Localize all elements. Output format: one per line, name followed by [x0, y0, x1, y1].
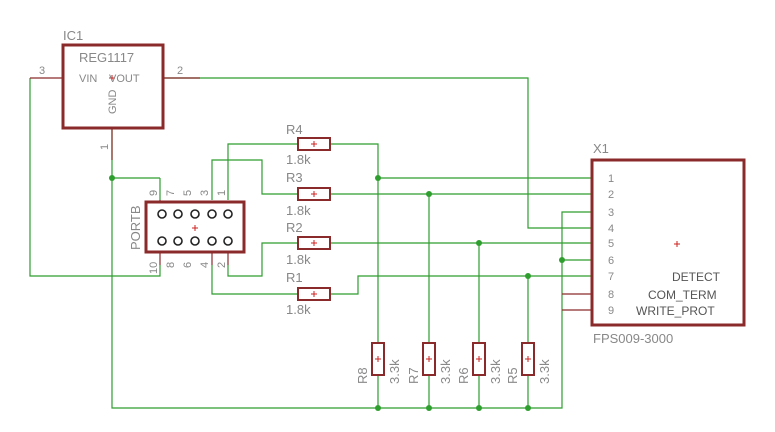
- ic1-value: REG1117: [79, 50, 134, 65]
- r3-name: R3: [286, 170, 303, 185]
- resistor-r7: R7 3.3k: [406, 342, 453, 384]
- ic1-pin1: 1: [99, 144, 111, 150]
- portb-pin-10: 10: [148, 262, 160, 274]
- portb-pin-8: 8: [165, 262, 177, 268]
- resistor-r4: R4 1.8k: [286, 122, 331, 167]
- r5-value: 3.3k: [537, 359, 552, 384]
- r4-name: R4: [286, 122, 303, 137]
- pad: [190, 236, 200, 246]
- x1-pin-4: 4: [608, 223, 614, 235]
- x1-value: FPS009-3000: [593, 331, 673, 346]
- wire-gnd: [111, 128, 592, 409]
- ic1-pin-vin: VIN: [79, 73, 97, 85]
- ic1-pin-vout: VOUT: [109, 73, 140, 85]
- resistor-r1: R1 1.8k: [286, 270, 331, 317]
- pad: [190, 209, 200, 219]
- r6-value: 3.3k: [488, 359, 503, 384]
- junction-dot: [525, 405, 531, 411]
- ic1-pin3: 3: [39, 65, 45, 77]
- ic1-pin2: 2: [177, 65, 183, 77]
- r2-name: R2: [286, 220, 303, 235]
- r8-name: R8: [355, 367, 370, 384]
- wire-p4-r1: [211, 265, 298, 295]
- pad: [157, 209, 167, 219]
- resistor-r8: R8 3.3k: [355, 342, 402, 384]
- junction-dot: [559, 257, 565, 263]
- pad: [157, 236, 167, 246]
- junction-dot: [375, 175, 381, 181]
- r3-value: 1.8k: [286, 203, 311, 218]
- x1-pin-1: 1: [608, 173, 614, 185]
- r1-name: R1: [286, 270, 303, 285]
- junction-dot: [426, 191, 432, 197]
- x1-label-com-term: COM_TERM: [648, 288, 717, 302]
- wire-p2-r2: [227, 242, 298, 277]
- wire-p1-r4: [227, 143, 298, 200]
- x1-pin-8: 8: [608, 289, 614, 301]
- pad: [173, 209, 183, 219]
- junction-dot: [476, 405, 482, 411]
- r5-name: R5: [505, 367, 520, 384]
- ic1-regulator: IC1 REG1117 VIN VOUT GND 3 2 1: [30, 28, 200, 160]
- portb-pin-3: 3: [199, 190, 211, 196]
- pad: [207, 209, 217, 219]
- pad: [207, 236, 217, 246]
- junction-dot: [375, 405, 381, 411]
- x1-pin-9: 9: [608, 305, 614, 317]
- resistor-r3: R3 1.8k: [286, 170, 331, 218]
- junction-dot: [525, 273, 531, 279]
- r7-value: 3.3k: [438, 359, 453, 384]
- wire-r4-x1p1: [330, 143, 592, 179]
- pad: [173, 236, 183, 246]
- x1-label-detect: DETECT: [672, 270, 721, 284]
- resistor-r5: R5 3.3k: [505, 342, 552, 384]
- r6-name: R6: [456, 367, 471, 384]
- portb-pads-top: [157, 209, 233, 219]
- r7-name: R7: [406, 367, 421, 384]
- x1-name: X1: [593, 141, 609, 156]
- wire-vin: [29, 78, 161, 277]
- wire-r1-x1p7: [330, 275, 592, 295]
- x1-pin-5: 5: [608, 238, 614, 250]
- resistor-r2: R2 1.8k: [286, 220, 331, 267]
- portb-connector: PORTB 9 7 5 3 1 10 8 6 4: [128, 190, 246, 274]
- resistor-r6: R6 3.3k: [456, 342, 503, 384]
- x1-pin-2: 2: [608, 189, 614, 201]
- x1-pin-3: 3: [608, 207, 614, 219]
- ic1-name: IC1: [63, 28, 83, 43]
- x1-pin-7: 7: [608, 271, 614, 283]
- portb-pin-7: 7: [165, 190, 177, 196]
- portb-name: PORTB: [128, 205, 143, 250]
- wire-vout: [163, 77, 592, 229]
- r1-value: 1.8k: [286, 302, 311, 317]
- portb-pin-5: 5: [182, 190, 194, 196]
- wire-p3-r3: [211, 159, 298, 200]
- portb-pin-4: 4: [199, 262, 211, 268]
- x1-label-write-prot: WRITE_PROT: [636, 304, 715, 318]
- junction-dot: [426, 405, 432, 411]
- junctions: [109, 175, 565, 411]
- junction-dot: [109, 175, 115, 181]
- portb-pin-1: 1: [216, 190, 228, 196]
- r2-value: 1.8k: [286, 252, 311, 267]
- portb-pads-bottom: [157, 236, 233, 246]
- x1-connector: X1 FPS009-3000 1 2 3 4 5 6 7 8 9 DETECT …: [562, 141, 746, 346]
- pad: [223, 209, 233, 219]
- junction-dot: [476, 240, 482, 246]
- portb-pin-2: 2: [216, 262, 228, 268]
- portb-pin-9: 9: [148, 190, 160, 196]
- r4-value: 1.8k: [286, 152, 311, 167]
- ic1-pin-gnd: GND: [107, 90, 119, 115]
- x1-pin-6: 6: [608, 255, 614, 267]
- portb-pin-6: 6: [182, 262, 194, 268]
- r8-value: 3.3k: [387, 359, 402, 384]
- pad: [223, 236, 233, 246]
